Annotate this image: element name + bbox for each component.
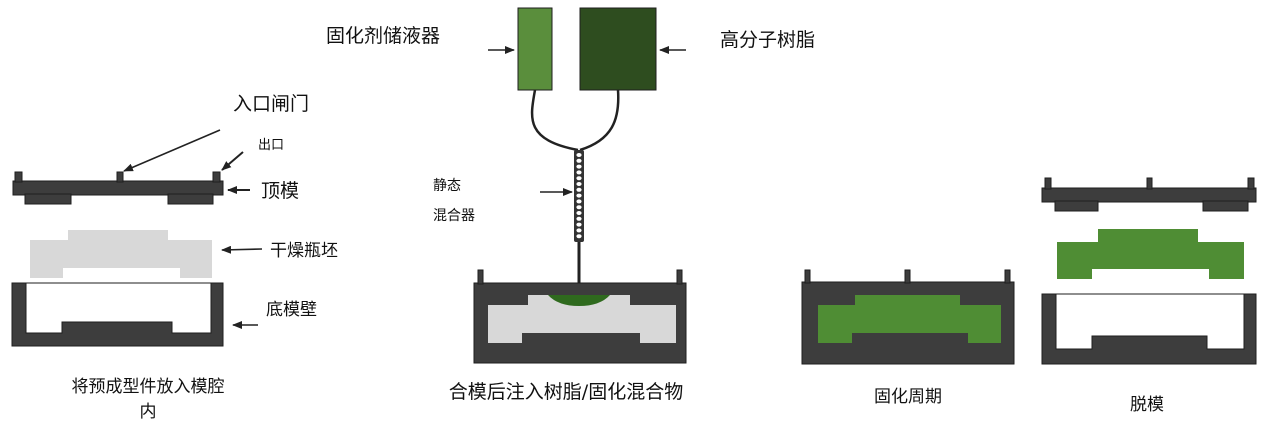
arrow-icon [221,245,263,254]
step1-panel: 入口闸门 出口 顶模 干燥瓶坯 底模壁 将预成型件放入模腔 内 [11,93,338,422]
arrow-icon [123,129,221,172]
step4-panel: 脱模 [1041,177,1257,415]
step2-panel: 固化剂储液器 高分子树脂 静态 混合器 合模后注入树脂/固化混合物 [326,7,815,403]
injected-resin-front [548,295,610,306]
static-mixer-icon [574,150,584,242]
arrow-icon [221,151,244,171]
label-bottom-mold-wall: 底模壁 [266,300,317,320]
dry-preform-in-mold [488,295,676,343]
bottom-mold [11,282,224,347]
curing-composite [818,295,1001,343]
top-mold [12,171,224,205]
label-outlet: 出口 [258,138,284,153]
feed-line-curing-agent [530,89,579,152]
label-curing-agent-reservoir: 固化剂储液器 [326,25,440,47]
curing-mold [801,269,1015,365]
step3-panel: 固化周期 [801,269,1015,407]
polymer-resin-tank [579,7,657,91]
curing-agent-reservoir [517,7,553,91]
label-top-mold: 顶模 [261,180,299,202]
bottom-mold-open [1041,293,1257,365]
caption-step1-line1: 将预成型件放入模腔 [72,377,225,397]
label-inlet-gate: 入口闸门 [233,93,309,115]
caption-step1-line2: 内 [140,402,157,422]
label-polymer-resin: 高分子树脂 [720,29,815,51]
caption-step4: 脱模 [1130,395,1164,415]
feed-line-resin [579,89,620,152]
closed-mold [473,269,687,364]
top-mold-lifted [1041,177,1257,212]
label-static-mixer-line2: 混合器 [433,208,475,224]
label-static-mixer-line1: 静态 [433,178,461,194]
caption-step3: 固化周期 [874,387,942,407]
dry-preform [30,230,212,278]
caption-step2: 合模后注入树脂/固化混合物 [449,381,683,403]
cured-part [1057,229,1244,279]
label-dry-preform: 干燥瓶坯 [270,241,338,261]
